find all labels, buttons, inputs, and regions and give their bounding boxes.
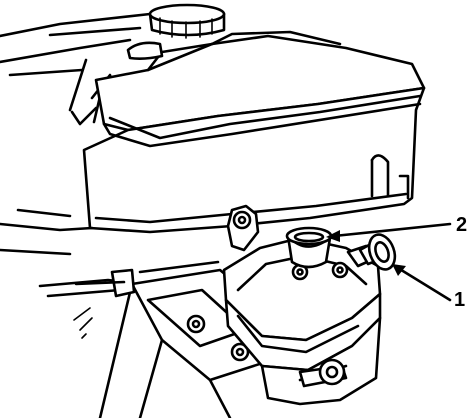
- filler-cap: [148, 3, 226, 39]
- callout-number-2: 2: [456, 214, 468, 236]
- mounting-bolt: [226, 204, 260, 252]
- fuel-line: [38, 268, 136, 339]
- fuel-bowl-fitting: [285, 226, 333, 269]
- housing-screw-right: [331, 261, 349, 279]
- drain-knob: [298, 358, 348, 388]
- bracket-nut-right: [230, 342, 250, 362]
- housing-screw-left: [291, 263, 309, 281]
- leader-line-2: [326, 222, 452, 242]
- fuel-tank: [82, 30, 426, 234]
- tank-vent: [126, 41, 164, 60]
- leader-line-1: [392, 264, 452, 302]
- fuel-shutoff-valve: [346, 233, 397, 271]
- bracket-nut-left: [186, 314, 206, 334]
- callout-number-1: 1: [454, 289, 466, 311]
